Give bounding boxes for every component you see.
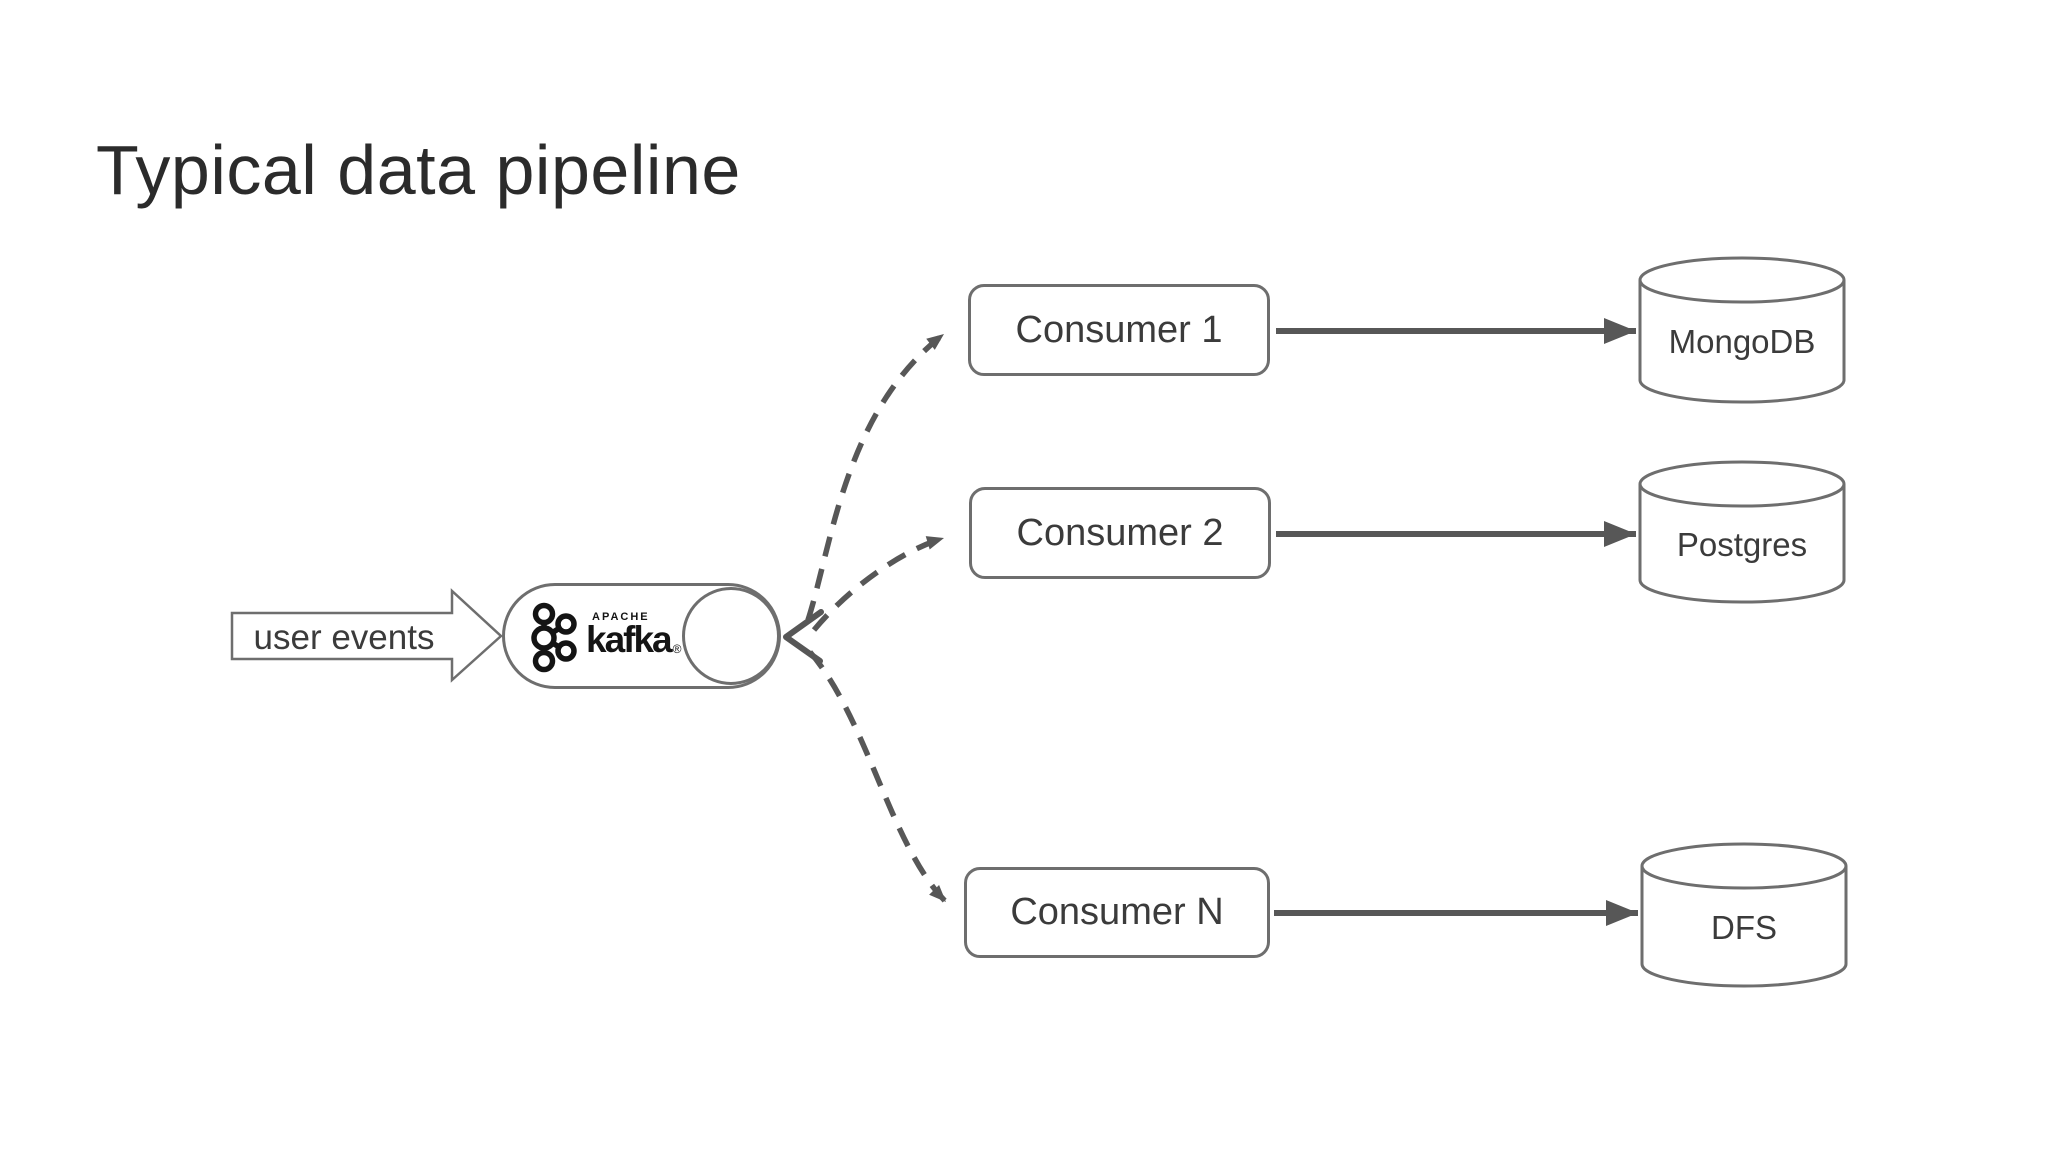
dashed-connector-consumer-n (807, 650, 948, 904)
mongodb-cylinder (1638, 256, 1846, 404)
kafka-cylinder-cap (682, 587, 780, 685)
kafka-logo-icon (531, 602, 577, 673)
dashed-connector-consumer-2 (811, 535, 945, 632)
kafka-brand-word: kafka (586, 619, 673, 660)
consumer-2-label: Consumer 2 (1016, 511, 1224, 554)
postgres-label: Postgres (1676, 526, 1808, 563)
kafka-registered-mark: ® (672, 642, 682, 657)
consumer-n-label: Consumer N (1010, 891, 1224, 933)
consumer-1-label: Consumer 1 (1015, 308, 1223, 351)
kafka-side-arrowhead (783, 609, 824, 664)
dashed-connector-consumer-1 (805, 331, 946, 621)
user-events-block-arrow (230, 588, 503, 683)
kafka-brand-apache: APACHE (592, 611, 650, 623)
consumer-n-node: Consumer N (964, 867, 1270, 958)
consumer-1-node: Consumer 1 (968, 284, 1270, 376)
kafka-brand: APACHE kafka ® (586, 611, 682, 660)
dfs-cylinder (1640, 842, 1848, 988)
dfs-label: DFS (1711, 909, 1777, 946)
postgres-cylinder (1638, 460, 1846, 604)
consumer-2-node: Consumer 2 (969, 487, 1271, 579)
page-title: Typical data pipeline (96, 131, 741, 209)
mongodb-label: MongoDB (1668, 323, 1816, 360)
user-events-label: user events (253, 618, 435, 657)
